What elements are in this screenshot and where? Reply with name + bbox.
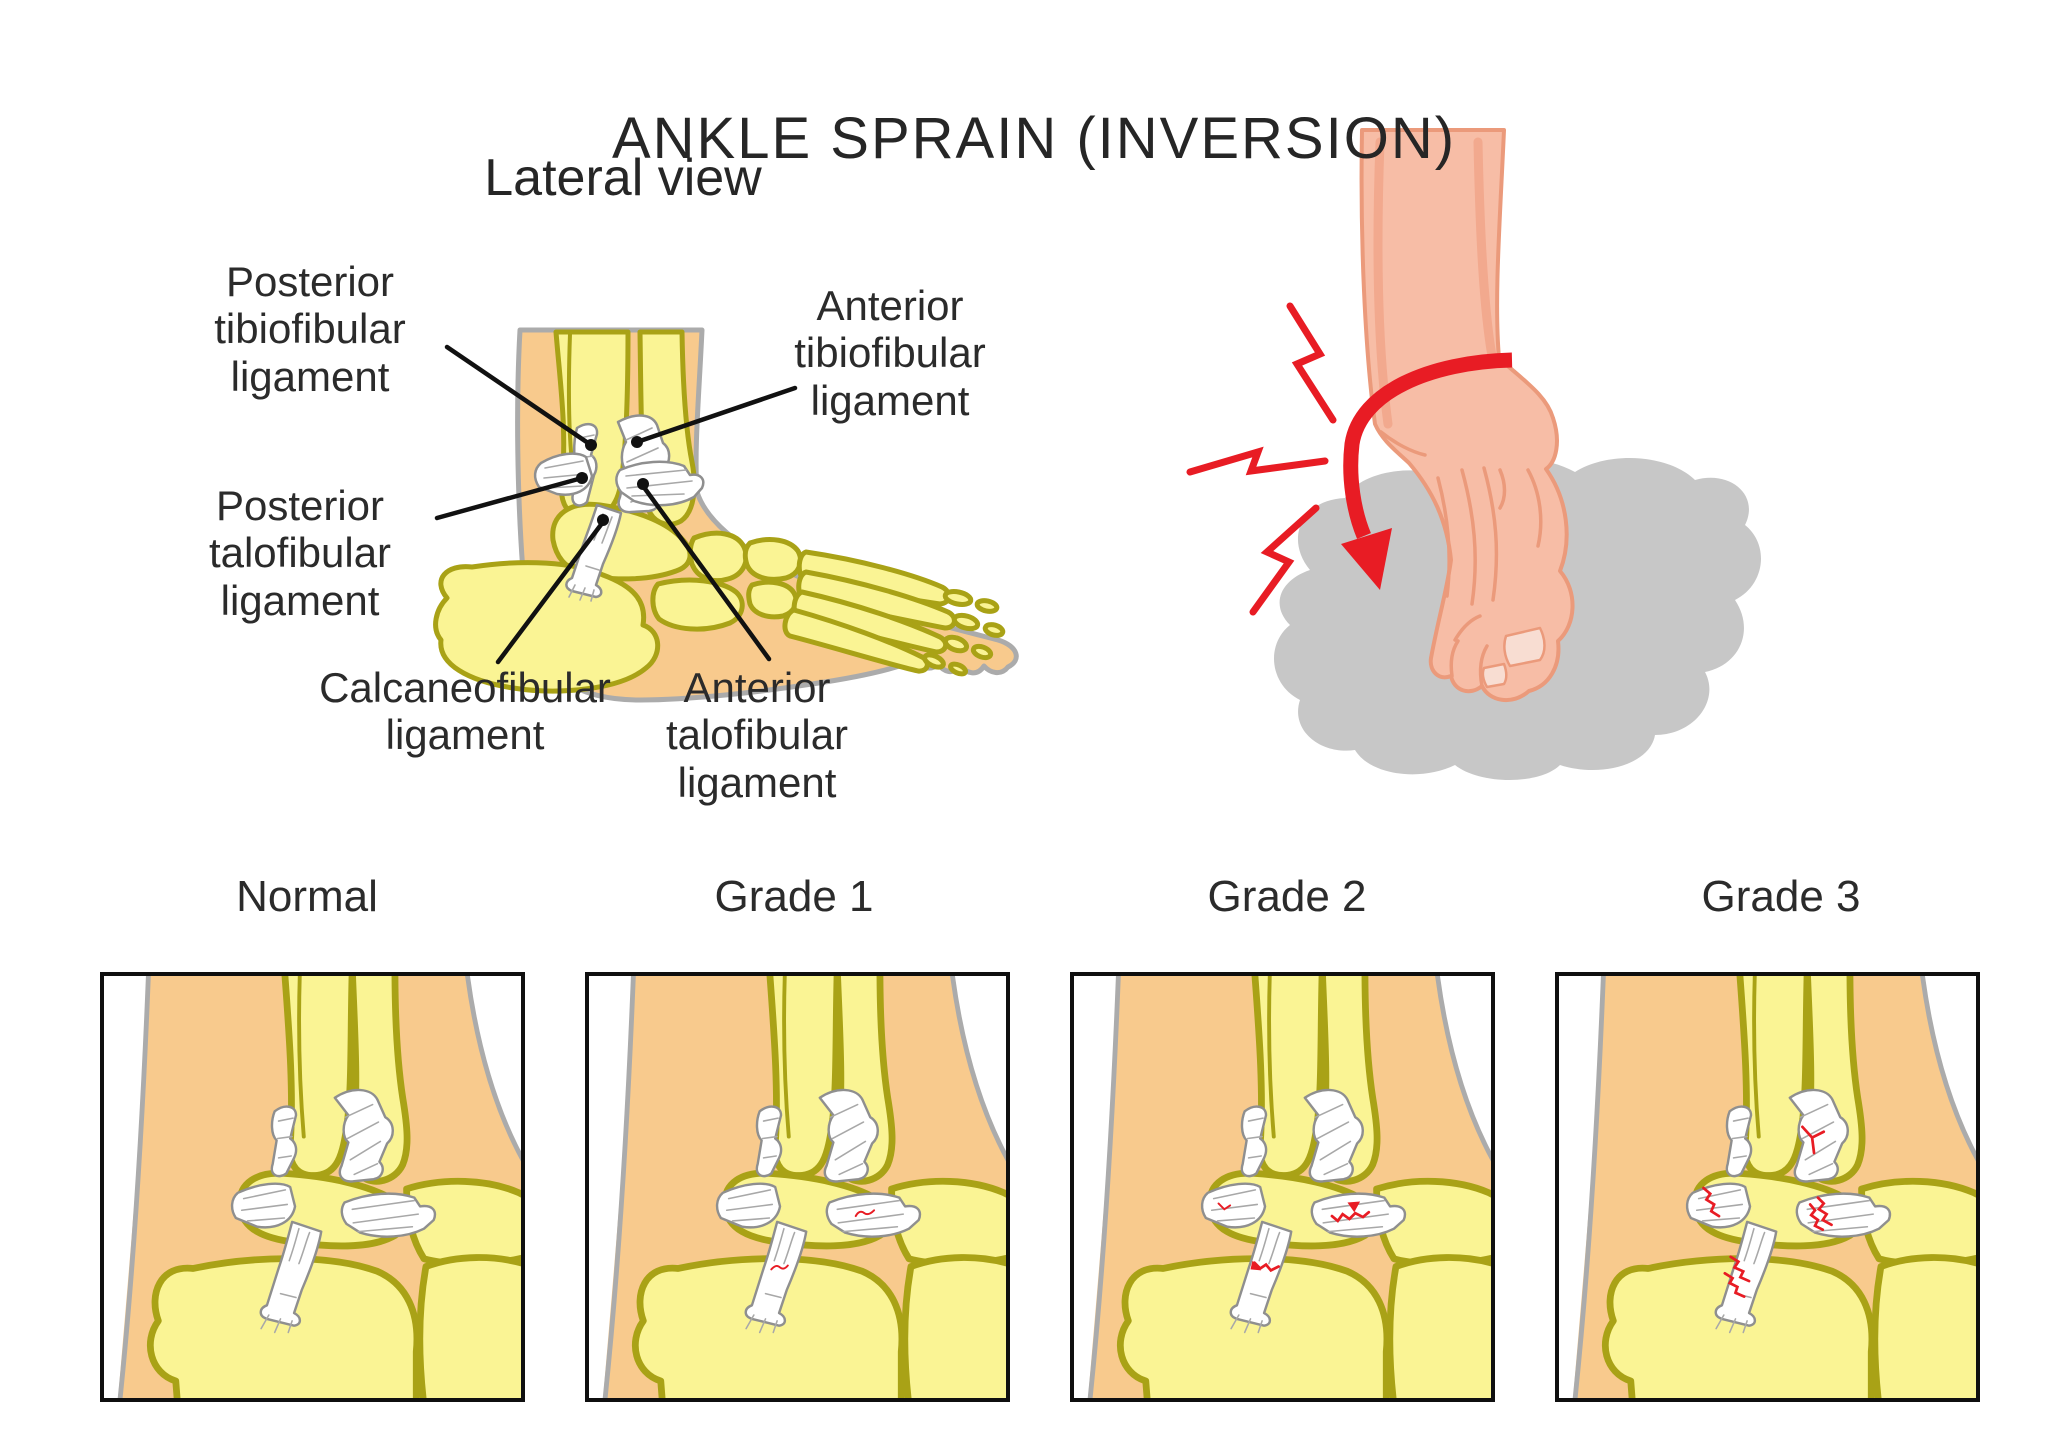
inverted-foot <box>1359 128 1575 702</box>
label-grade-1: Grade 1 <box>714 872 874 921</box>
label-posterior-talofibular-ligament: Posterior talofibular ligament <box>208 482 392 624</box>
label-anterior-talofibular-ligament: Anterior talofibular ligament <box>665 664 849 806</box>
page-title: ANKLE SPRAIN (INVERSION) <box>611 105 1457 171</box>
foot-bones <box>433 329 1006 694</box>
label-calcaneofibular-ligament: Calcaneofibular ligament <box>319 664 611 759</box>
inversion-arrow-icon <box>1341 352 1513 590</box>
tear-marks-grade-1 <box>770 1209 876 1271</box>
panel-grade-1 <box>585 972 1010 1402</box>
inversion-injury-illustration <box>1186 128 1762 780</box>
pain-lightning-icon <box>1186 302 1337 616</box>
panel-grade-normal <box>100 972 525 1402</box>
big-toe-nail <box>1503 626 1546 668</box>
toe-nail <box>1481 662 1508 689</box>
label-grade-normal: Normal <box>236 872 378 921</box>
ankle-ligaments <box>533 414 705 602</box>
label-posterior-tibiofibular-ligament: Posterior tibiofibular ligament <box>214 258 406 400</box>
lateral-view-title: Lateral view <box>484 149 762 207</box>
label-anterior-tibiofibular-ligament: Anterior tibiofibular ligament <box>794 282 986 424</box>
tear-marks-grade-2 <box>1217 1201 1371 1273</box>
lateral-foot-illustration <box>433 327 1019 703</box>
leader-lines <box>434 344 798 665</box>
label-grade-2: Grade 2 <box>1207 872 1367 921</box>
panel-grade-2 <box>1070 972 1495 1402</box>
tear-marks-grade-3 <box>1702 1125 1833 1298</box>
label-grade-3: Grade 3 <box>1701 872 1861 921</box>
panel-grade-3 <box>1555 972 1980 1402</box>
